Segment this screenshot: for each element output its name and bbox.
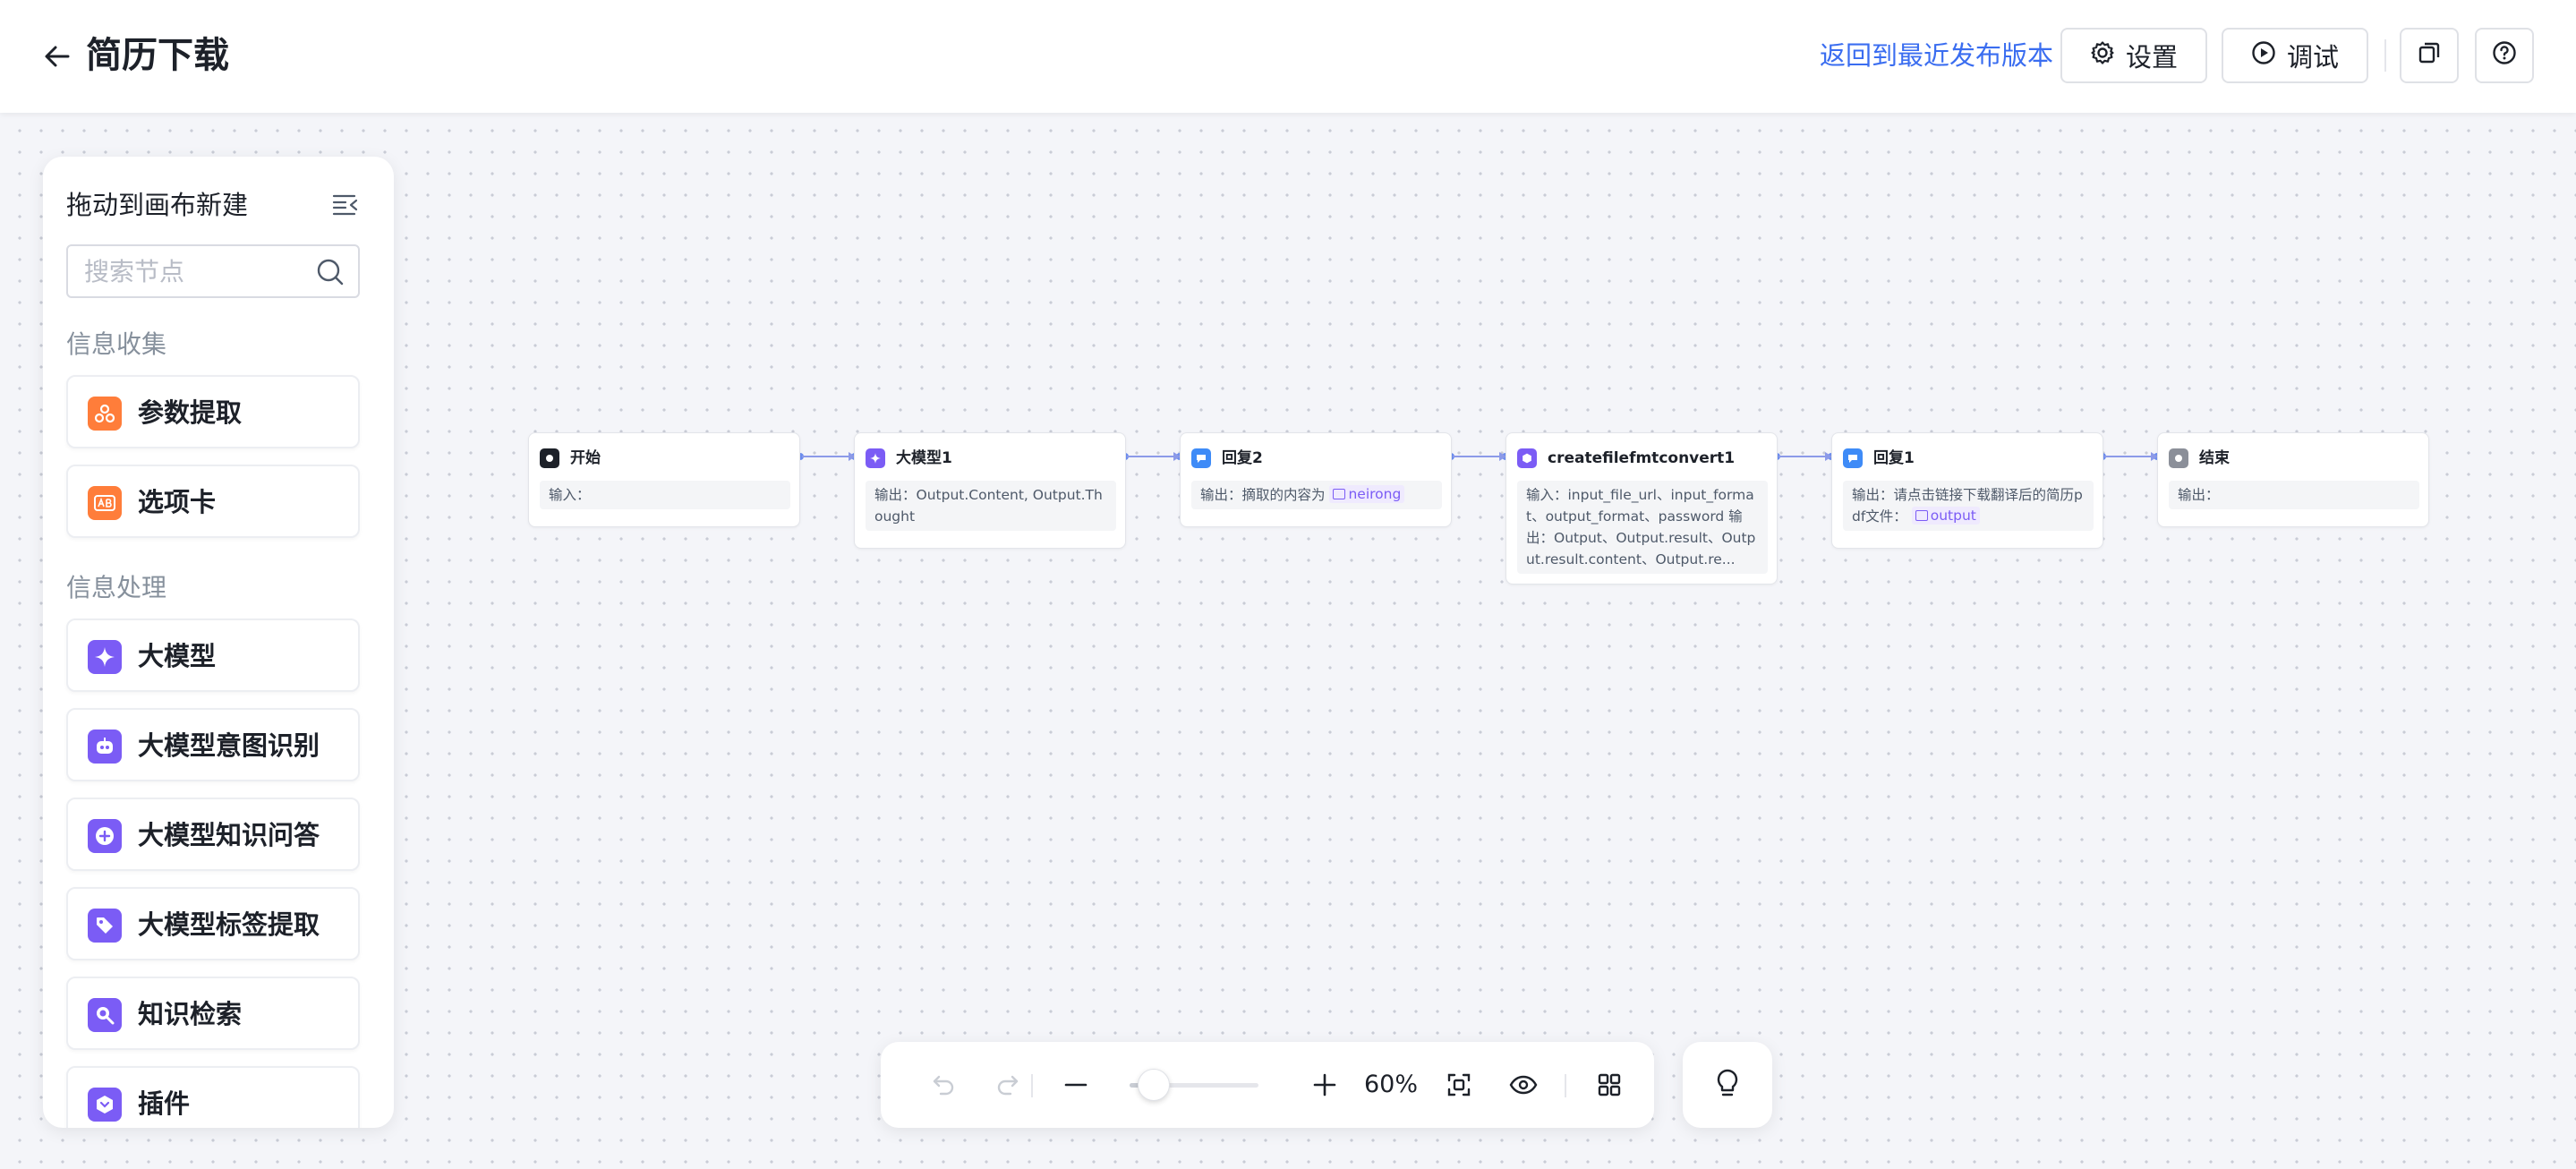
workflow-node-reply1[interactable]: 回复1 输出：请点击链接下载翻译后的简历pdf文件： output — [1831, 432, 2103, 549]
palette-item-label: 插件 — [138, 1088, 191, 1119]
question-circle-icon — [2492, 40, 2517, 72]
search-doc-icon — [88, 998, 122, 1032]
header-divider — [2384, 39, 2386, 72]
zoom-level: 60% — [1364, 1071, 1419, 1098]
debug-label: 调试 — [2286, 42, 2339, 73]
toolbar-divider — [1565, 1074, 1566, 1097]
page-title: 简历下载 — [86, 35, 229, 76]
section-title-info-collect: 信息收集 — [66, 329, 167, 359]
robot-icon — [88, 730, 122, 764]
play-circle-icon — [2251, 40, 2276, 72]
zoom-out-icon[interactable] — [1056, 1065, 1096, 1105]
param-extract-icon — [88, 397, 122, 431]
sidebar-title: 拖动到画布新建 — [66, 190, 249, 220]
knowledge-qa-icon — [88, 819, 122, 853]
node-body: 输入：input_file_url、input_format、output_fo… — [1517, 481, 1768, 574]
sparkle-icon — [88, 640, 122, 674]
help-button[interactable] — [2475, 28, 2534, 83]
tag-icon — [88, 909, 122, 943]
top-header: 简历下载 返回到最近发布版本 设置 调试 — [0, 0, 2576, 113]
variable-tag-label: output — [1930, 508, 1976, 524]
palette-item-llm[interactable]: 大模型 — [66, 619, 360, 692]
palette-item-label: 参数提取 — [138, 397, 243, 428]
palette-item-llm-intent[interactable]: 大模型意图识别 — [66, 708, 360, 781]
tips-button[interactable] — [1683, 1042, 1772, 1128]
palette-item-param-extract[interactable]: 参数提取 — [66, 375, 360, 448]
node-title: 结束 — [2199, 449, 2230, 467]
workflow-canvas[interactable] — [0, 113, 2576, 1169]
palette-item-label: 选项卡 — [138, 487, 217, 517]
palette-item-label: 大模型知识问答 — [138, 820, 320, 850]
reply-icon — [1843, 448, 1863, 468]
palette-item-label: 大模型意图识别 — [138, 730, 320, 761]
start-icon — [540, 448, 559, 468]
node-palette-sidebar: 拖动到画布新建 信息收集 参数提取 选项卡 信息处理 大模型 大模型意图识别 — [43, 157, 394, 1128]
toolbar-divider — [1031, 1074, 1033, 1097]
node-title: createfilefmtconvert1 — [1548, 449, 1736, 467]
return-to-published-link[interactable]: 返回到最近发布版本 — [1820, 40, 2054, 71]
node-body: 输出：摘取的内容为 neirong — [1191, 481, 1442, 509]
option-card-icon — [88, 486, 122, 520]
copy-icon — [2417, 40, 2442, 72]
plugin-icon — [1517, 448, 1537, 468]
variable-icon — [1915, 510, 1928, 521]
palette-item-llm-tag-extract[interactable]: 大模型标签提取 — [66, 887, 360, 960]
output-port[interactable] — [797, 453, 804, 460]
collapse-sidebar-icon[interactable] — [329, 189, 362, 221]
workflow-node-createfilefmtconvert1[interactable]: createfilefmtconvert1 输入：input_file_url、… — [1506, 432, 1778, 584]
copy-button[interactable] — [2400, 28, 2459, 83]
zoom-slider-thumb[interactable] — [1137, 1069, 1170, 1101]
variable-tag: neirong — [1329, 485, 1405, 503]
workflow-node-llm1[interactable]: 大模型1 输出：Output.Content, Output.Thought — [854, 432, 1126, 549]
gear-icon — [2090, 40, 2115, 72]
canvas-toolbar: 60% — [881, 1042, 1654, 1128]
back-arrow-icon[interactable] — [39, 38, 75, 74]
workflow-node-reply2[interactable]: 回复2 输出：摘取的内容为 neirong — [1180, 432, 1452, 527]
node-title: 开始 — [570, 449, 601, 467]
sparkle-icon — [866, 448, 885, 468]
reply-icon — [1191, 448, 1211, 468]
variable-icon — [1333, 489, 1346, 499]
end-icon — [2169, 448, 2188, 468]
node-body: 输出：Output.Content, Output.Thought — [866, 481, 1116, 531]
fit-view-icon[interactable] — [1439, 1065, 1479, 1105]
workflow-node-end[interactable]: 结束 输出： — [2157, 432, 2429, 527]
section-title-info-process: 信息处理 — [66, 573, 167, 602]
palette-item-llm-knowledge-qa[interactable]: 大模型知识问答 — [66, 798, 360, 871]
grid-layout-icon[interactable] — [1590, 1065, 1629, 1105]
node-search-box — [66, 244, 360, 298]
palette-item-label: 知识检索 — [138, 999, 243, 1029]
eye-icon[interactable] — [1504, 1065, 1543, 1105]
redo-icon[interactable] — [988, 1065, 1028, 1105]
node-body: 输入： — [540, 481, 790, 509]
search-icon[interactable] — [315, 257, 345, 287]
plugin-icon — [88, 1088, 122, 1122]
node-title: 回复1 — [1873, 449, 1915, 467]
node-body-text: 输出：请点击链接下载翻译后的简历pdf文件： — [1852, 487, 2083, 525]
zoom-in-icon[interactable] — [1305, 1065, 1344, 1105]
node-body: 输出：请点击链接下载翻译后的简历pdf文件： output — [1843, 481, 2094, 531]
node-body-text: 输出：摘取的内容为 — [1200, 487, 1326, 503]
variable-tag-label: neirong — [1348, 486, 1402, 502]
node-body: 输出： — [2169, 481, 2419, 509]
settings-label: 设置 — [2125, 42, 2178, 73]
palette-item-label: 大模型 — [138, 641, 217, 671]
workflow-node-start[interactable]: 开始 输入： — [528, 432, 800, 527]
palette-item-knowledge-search[interactable]: 知识检索 — [66, 977, 360, 1050]
settings-button[interactable]: 设置 — [2060, 28, 2207, 83]
palette-item-plugin[interactable]: 插件 — [66, 1066, 360, 1128]
palette-item-option-card[interactable]: 选项卡 — [66, 465, 360, 538]
palette-item-label: 大模型标签提取 — [138, 909, 320, 940]
undo-icon[interactable] — [924, 1065, 963, 1105]
variable-tag: output — [1911, 507, 1980, 525]
lightbulb-icon — [1713, 1067, 1742, 1103]
node-search-input[interactable] — [68, 246, 310, 296]
debug-button[interactable]: 调试 — [2222, 28, 2368, 83]
node-title: 大模型1 — [896, 449, 952, 467]
node-title: 回复2 — [1222, 449, 1263, 467]
